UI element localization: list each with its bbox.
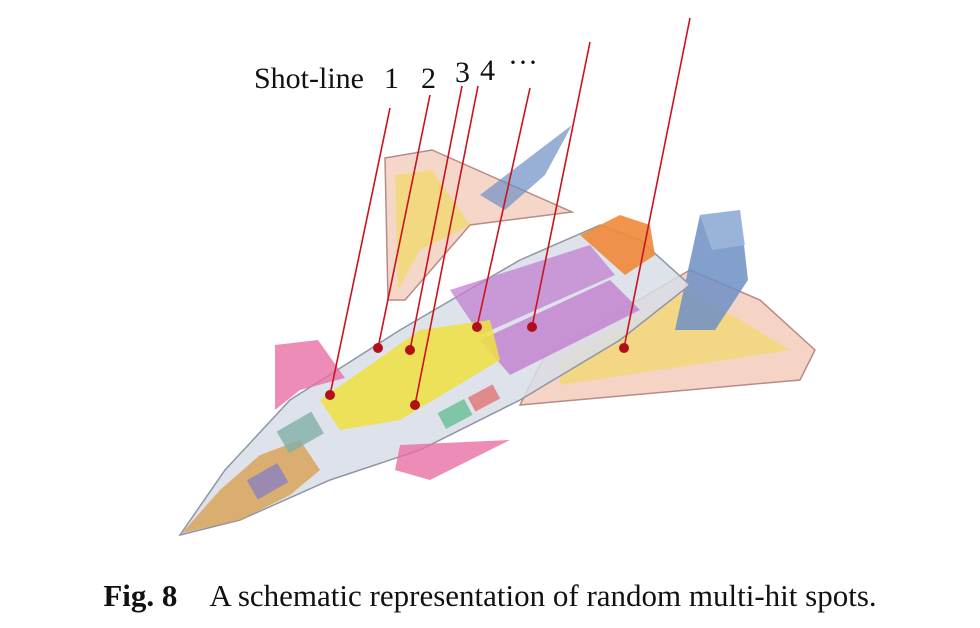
shot-line-3b bbox=[414, 85, 479, 406]
figure-caption: Fig. 8 A schematic representation of rand… bbox=[0, 578, 980, 614]
hit-spot bbox=[405, 345, 415, 355]
engine-lower bbox=[480, 280, 640, 375]
shot-number-2: 2 bbox=[421, 62, 436, 95]
caption-text: A schematic representation of random mul… bbox=[209, 578, 877, 613]
hit-spot bbox=[527, 322, 537, 332]
shot-line-4 bbox=[476, 87, 531, 328]
hit-spot bbox=[472, 322, 482, 332]
shot-lines bbox=[329, 17, 691, 406]
engine-nozzle bbox=[580, 215, 655, 275]
lower-wing-yellow bbox=[560, 290, 790, 385]
equipment-block bbox=[276, 411, 324, 454]
shot-line-6 bbox=[623, 17, 691, 349]
equipment-block bbox=[246, 462, 289, 500]
shot-number-4: 4 bbox=[480, 54, 495, 87]
shot-line-2 bbox=[377, 94, 431, 349]
shot-line-5 bbox=[531, 41, 591, 328]
shot-number-ellipsis: ··· bbox=[508, 46, 538, 79]
canard-lower bbox=[395, 440, 510, 480]
hit-spot bbox=[325, 390, 335, 400]
upper-canard bbox=[480, 125, 572, 210]
vertical-tail-rim bbox=[700, 210, 745, 250]
equipment-block bbox=[467, 384, 501, 412]
aircraft-schematic bbox=[178, 17, 816, 537]
canard-upper-left bbox=[275, 340, 345, 410]
hit-spot bbox=[373, 343, 383, 353]
hit-spots bbox=[325, 322, 629, 410]
shot-line-1 bbox=[329, 107, 391, 396]
shot-line-label: Shot-line bbox=[254, 62, 364, 95]
shot-number-3: 3 bbox=[455, 56, 470, 89]
aircraft-figure: Shot-line 1 2 3 4 ··· bbox=[178, 17, 816, 537]
fuel-tank bbox=[320, 320, 500, 430]
upper-wing-yellow bbox=[395, 170, 470, 290]
shot-line-3a bbox=[409, 85, 463, 351]
figure-label: Fig. 8 bbox=[103, 578, 178, 613]
hit-spot bbox=[619, 343, 629, 353]
engine-upper bbox=[450, 245, 615, 335]
equipment-block bbox=[437, 399, 473, 429]
hit-spot bbox=[410, 400, 420, 410]
shot-number-1: 1 bbox=[384, 62, 399, 95]
